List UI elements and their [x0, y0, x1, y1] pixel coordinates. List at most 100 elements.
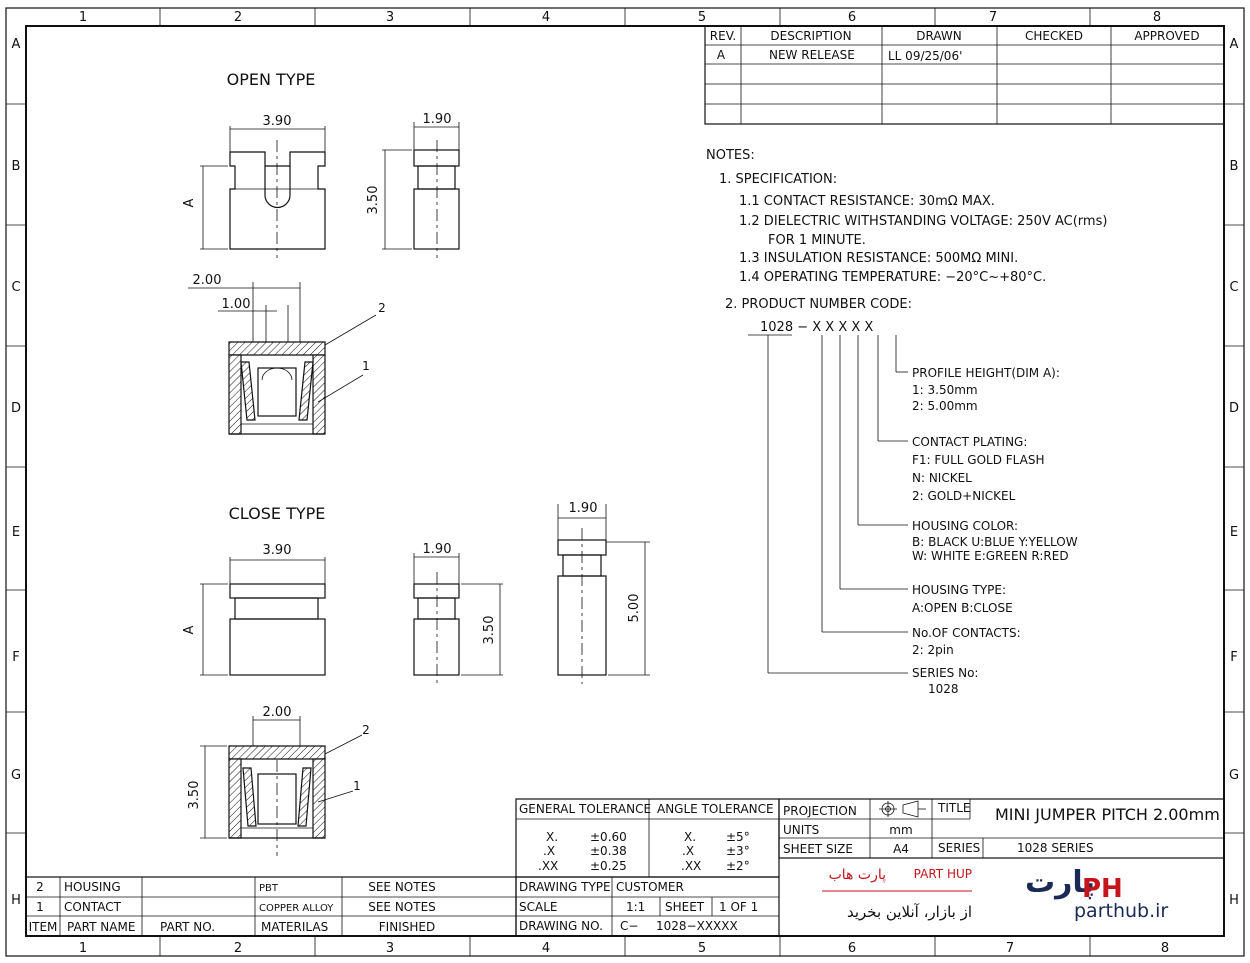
- row-label-a-right: A: [1230, 37, 1239, 52]
- code-field-plating-label: CONTACT PLATING:: [912, 435, 1027, 449]
- rev-cell-description: NEW RELEASE: [769, 48, 855, 62]
- units-value: mm: [889, 823, 912, 837]
- code-field-plating-value-2: N: NICKEL: [912, 471, 972, 485]
- code-field-series-label: SERIES No:: [912, 666, 978, 680]
- notes-spec-item-4: 1.4 OPERATING TEMPERATURE: −20°C~+80°C.: [739, 270, 1046, 285]
- row-label-h: H: [11, 893, 21, 908]
- sheet-label: SHEET: [665, 900, 705, 914]
- code-field-profile-label: PROFILE HEIGHT(DIM A):: [912, 366, 1060, 380]
- close-section-callout-2: 2: [362, 723, 370, 737]
- open-front-a-dim: A: [182, 198, 197, 207]
- code-field-housing-value-1: A:OPEN B:CLOSE: [912, 601, 1013, 615]
- series-label: SERIES: [938, 841, 980, 855]
- units-label: UNITS: [783, 823, 819, 837]
- general-tol-row-1-value: ±0.60: [590, 830, 627, 844]
- column-label-4: 4: [542, 10, 550, 25]
- code-field-color-value-1: B: BLACK U:BLUE Y:YELLOW: [912, 535, 1078, 549]
- revision-table: REV. DESCRIPTION DRAWN CHECKED APPROVED …: [704, 25, 1225, 125]
- close-type-section-view: 2.00 3.50 2 1: [187, 705, 370, 856]
- row-label-b-right: B: [1230, 159, 1239, 174]
- row-label-a: A: [12, 37, 21, 52]
- close-tall-depth-dim: 1.90: [569, 501, 598, 516]
- bom-row-1-material: PBT: [259, 883, 279, 894]
- rev-header-rev: REV.: [710, 29, 736, 43]
- open-type-views: OPEN TYPE 3.90 A 1.90: [182, 70, 460, 435]
- close-side-depth-dim: 1.90: [423, 542, 452, 557]
- notes-spec-item-2-cont: FOR 1 MINUTE.: [768, 233, 866, 248]
- rev-header-drawn: DRAWN: [916, 29, 962, 43]
- open-type-title: OPEN TYPE: [227, 70, 316, 89]
- drawing-info-block: DRAWING TYPE CUSTOMER SCALE 1:1 SHEET 1 …: [515, 876, 780, 937]
- code-field-contacts-value-1: 2: 2pin: [912, 643, 954, 657]
- close-section-pitch-dim: 2.00: [263, 705, 292, 720]
- bom-row-2-finished: SEE NOTES: [368, 900, 436, 914]
- open-section-gap-dim: 1.00: [222, 297, 251, 312]
- open-type-side-view: 1.90 3.50: [366, 112, 460, 258]
- drawing-type-label: DRAWING TYPE: [519, 880, 611, 894]
- projection-label: PROJECTION: [783, 804, 857, 818]
- rev-cell-drawn: LL 09/25/06': [888, 49, 962, 63]
- bom-row-1-finished: SEE NOTES: [368, 880, 436, 894]
- general-tol-row-2-value: ±0.38: [590, 844, 627, 858]
- rev-header-checked: CHECKED: [1025, 29, 1083, 43]
- rev-header-description: DESCRIPTION: [770, 29, 851, 43]
- open-side-height-dim: 3.50: [366, 186, 381, 215]
- bom-row-2-material: COPPER ALLOY: [259, 903, 334, 914]
- sheet-size-value: A4: [893, 842, 909, 856]
- code-field-plating-value-1: F1: FULL GOLD FLASH: [912, 453, 1044, 467]
- bom-header-finished: FINISHED: [379, 920, 435, 934]
- column-label-7-bottom: 7: [1006, 941, 1014, 956]
- title-label: TITLE: [937, 801, 970, 815]
- row-label-g: G: [11, 768, 21, 783]
- code-field-color-value-2: W: WHITE E:GREEN R:RED: [912, 549, 1069, 563]
- angle-tol-row-2-key: .X: [682, 844, 694, 858]
- bill-of-materials: 2 HOUSING PBT SEE NOTES 1 CONTACT COPPER…: [25, 876, 517, 937]
- row-label-d: D: [11, 401, 21, 416]
- code-field-profile-value-2: 2: 5.00mm: [912, 399, 978, 413]
- general-tolerance-label: GENERAL TOLERANCE: [519, 802, 651, 816]
- notes-spec-item-2: 1.2 DIELECTRIC WITHSTANDING VOLTAGE: 250…: [739, 214, 1107, 229]
- column-label-2: 2: [234, 10, 242, 25]
- general-tol-row-3-key: .XX: [538, 859, 558, 873]
- angle-tolerance-label: ANGLE TOLERANCE: [657, 802, 774, 816]
- bom-row-1-item: 2: [36, 880, 44, 894]
- bom-row-1-part-name: HOUSING: [64, 880, 121, 894]
- angle-tol-row-3-key: .XX: [681, 859, 701, 873]
- column-label-5-bottom: 5: [698, 941, 706, 956]
- angle-tol-row-1-key: X.: [684, 830, 696, 844]
- open-front-width-dim: 3.90: [263, 114, 292, 129]
- notes-code-heading: 2. PRODUCT NUMBER CODE:: [725, 297, 912, 312]
- code-field-series-value-1: 1028: [928, 682, 959, 696]
- close-section-callout-1: 1: [353, 779, 361, 793]
- column-label-1-bottom: 1: [79, 941, 87, 956]
- column-label-8-bottom: 8: [1161, 941, 1169, 956]
- row-label-e-right: E: [1230, 525, 1238, 540]
- brand-fa-label: پارت هاب: [829, 867, 886, 883]
- angle-tol-row-2-value: ±3°: [726, 844, 750, 858]
- code-field-profile-value-1: 1: 3.50mm: [912, 383, 978, 397]
- close-front-a-dim: A: [182, 625, 197, 634]
- row-label-f-right: F: [1230, 650, 1237, 665]
- code-field-housing-label: HOUSING TYPE:: [912, 583, 1006, 597]
- column-label-4-bottom: 4: [542, 941, 550, 956]
- row-label-f: F: [12, 650, 19, 665]
- notes-heading: NOTES:: [706, 148, 755, 163]
- code-field-contacts-label: No.OF CONTACTS:: [912, 626, 1021, 640]
- notes-spec-heading: 1. SPECIFICATION:: [719, 172, 837, 187]
- close-type-views: CLOSE TYPE 3.90 A 1.90: [182, 501, 650, 856]
- rev-header-approved: APPROVED: [1134, 29, 1199, 43]
- close-type-tall-side-view: 1.90 5.00: [557, 501, 650, 684]
- close-front-width-dim: 3.90: [263, 543, 292, 558]
- series-value: 1028 SERIES: [1017, 841, 1094, 855]
- parthub-logo-glyph: پارت: [1025, 865, 1095, 900]
- drawing-no-prefix: C−: [620, 919, 638, 933]
- row-label-c: C: [11, 280, 20, 295]
- open-type-section-view: 2.00 1.00 2 1: [188, 273, 386, 435]
- notes: NOTES: 1. SPECIFICATION: 1.1 CONTACT RES…: [706, 148, 1107, 696]
- column-label-2-bottom: 2: [234, 941, 242, 956]
- notes-spec-item-1: 1.1 CONTACT RESISTANCE: 30mΩ MAX.: [739, 194, 995, 209]
- title-block: PROJECTION TITLE MINI JUMPER PITCH 2.00m…: [778, 798, 1225, 859]
- bom-header-part-name: PART NAME: [67, 920, 135, 934]
- bom-header-part-no: PART NO.: [160, 920, 215, 934]
